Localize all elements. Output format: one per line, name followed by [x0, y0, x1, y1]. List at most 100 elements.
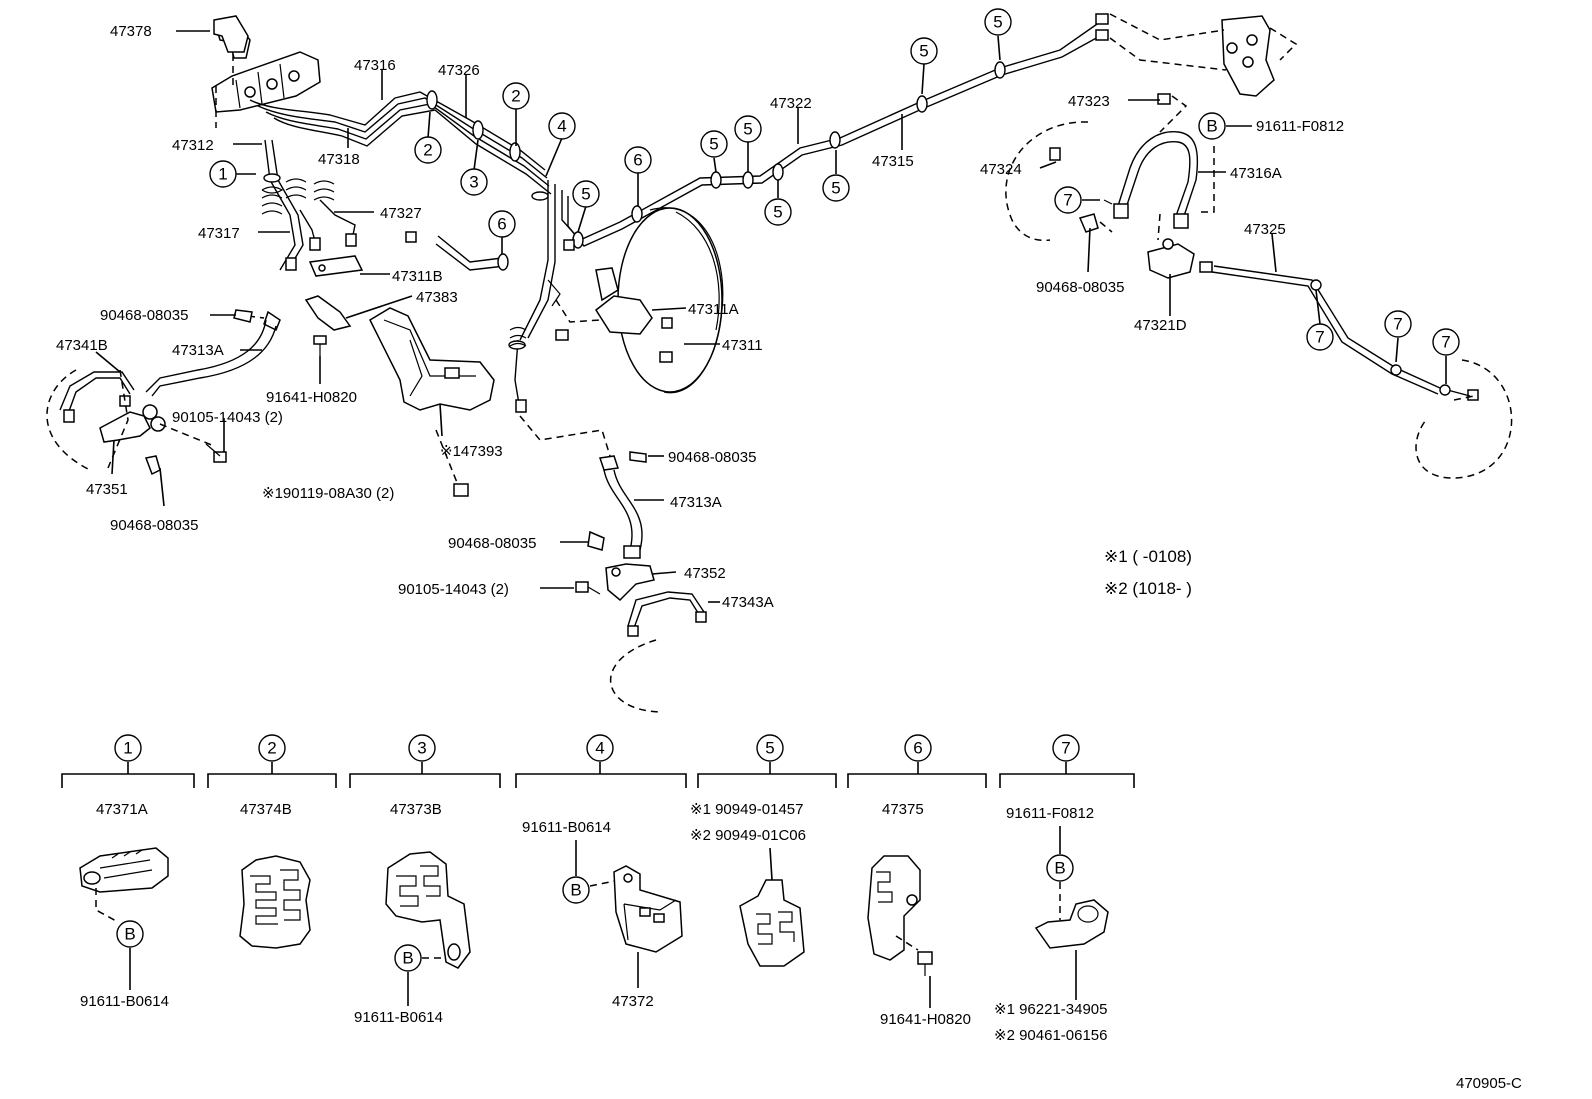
svg-text:7: 7	[1315, 328, 1324, 347]
callout-4: 4	[548, 112, 576, 140]
svg-text:B: B	[1054, 859, 1065, 878]
detail-5-line2: ※2 90949-01C06	[690, 827, 806, 844]
callout-5e: 5	[822, 174, 850, 202]
svg-text:5: 5	[993, 13, 1002, 32]
label-47316: 47316	[354, 57, 396, 74]
label-47378: 47378	[110, 23, 152, 40]
svg-text:6: 6	[913, 739, 922, 758]
callout-2: 2	[414, 136, 442, 164]
svg-text:7: 7	[1441, 333, 1450, 352]
bracket-47321D	[1147, 238, 1195, 279]
svg-text:7: 7	[1393, 315, 1402, 334]
detail-7-line1: ※1 96221-34905	[994, 1001, 1108, 1018]
detail-4-B: B	[562, 876, 590, 904]
detail-6-part: 47375	[882, 801, 924, 818]
svg-text:B: B	[124, 925, 135, 944]
svg-text:B: B	[570, 881, 581, 900]
callout-3: 3	[460, 168, 488, 196]
label-47318: 47318	[318, 151, 360, 168]
note-2: ※2 (1018- )	[1104, 579, 1192, 598]
callout-5b: 5	[700, 130, 728, 158]
label-47315: 47315	[872, 153, 914, 170]
callout-7b: 7	[1306, 323, 1334, 351]
svg-text:1: 1	[218, 165, 227, 184]
label-47341B: 47341B	[56, 337, 108, 354]
center-front-hose	[587, 451, 647, 559]
svg-text:5: 5	[831, 179, 840, 198]
label-90468-mid: 90468-08035	[668, 449, 756, 466]
label-90468-left: 90468-08035	[100, 307, 188, 324]
detail-7-B: B	[1046, 854, 1074, 882]
bracket-47351	[99, 404, 166, 443]
svg-text:2: 2	[423, 141, 432, 160]
part-labels: 47378 47316 47326 47312 47318 47322 4731…	[56, 23, 1344, 611]
label-47327: 47327	[380, 205, 422, 222]
clamp-96221-icon	[1034, 899, 1109, 949]
detail-callout-1: 1	[114, 734, 142, 762]
label-47324: 47324	[980, 161, 1022, 178]
rear-pipe-47325	[1211, 265, 1471, 397]
callout-5c: 5	[734, 115, 762, 143]
detail-callout-6: 6	[904, 734, 932, 762]
clamp-47371A-icon	[79, 847, 169, 893]
callout-5a: 5	[572, 180, 600, 208]
rear-hose-47316A	[1113, 131, 1199, 229]
callout-7d: 7	[1432, 328, 1460, 356]
bolt-91641-H0820-detail	[917, 951, 933, 976]
fittings	[285, 13, 1479, 413]
clamp-47374B-icon	[239, 855, 311, 949]
svg-text:B: B	[402, 949, 413, 968]
detail-3-B: B	[394, 944, 422, 972]
label-47311A: 47311A	[688, 301, 739, 318]
bracket-47352	[605, 563, 655, 602]
callout-1: 1	[209, 160, 237, 188]
label-47321D: 47321D	[1134, 317, 1187, 334]
bolt-91641-H0820	[313, 335, 327, 356]
label-90105-left: 90105-14043 (2)	[172, 409, 283, 426]
callout-5g: 5	[984, 8, 1012, 36]
bolt-90119	[435, 429, 469, 497]
bolt-90105-mid	[575, 581, 601, 595]
label-90105-mid: 90105-14043 (2)	[398, 581, 509, 598]
detail-4-bolt: 91611-B0614	[522, 819, 611, 836]
clamp-47383	[304, 295, 352, 331]
block-47372-icon	[613, 865, 683, 953]
clip-90949-icon	[739, 879, 805, 967]
detail-1-B: B	[116, 920, 144, 948]
detail-7-bolt: 91611-F0812	[1006, 805, 1094, 822]
svg-text:2: 2	[511, 87, 520, 106]
detail-2-part: 47374B	[240, 801, 292, 818]
note-1: ※1 ( -0108)	[1104, 547, 1192, 566]
callout-circles: 1 2 3 2 4 5 6 6 5 5 5 5 5 5 B 7 7 7 7	[209, 8, 1460, 356]
svg-text:5: 5	[743, 120, 752, 139]
label-47343A: 47343A	[722, 594, 774, 611]
rear-valve	[1221, 15, 1275, 97]
clamp-47373B-icon	[385, 851, 471, 969]
callout-7c: 7	[1384, 310, 1412, 338]
label-90468-mid2: 90468-08035	[448, 535, 536, 552]
label-91641-H0820-top: 91641-H0820	[266, 389, 357, 406]
clip-90468-left-bottom	[144, 455, 161, 476]
svg-text:B: B	[1206, 117, 1217, 136]
label-47351: 47351	[86, 481, 128, 498]
bracket-147393	[369, 307, 495, 411]
clamp-47375-icon	[867, 855, 921, 961]
clip-90468-right	[1078, 213, 1099, 233]
label-90119: ※190119-08A30 (2)	[262, 485, 394, 502]
svg-text:5: 5	[773, 203, 782, 222]
label-47325: 47325	[1244, 221, 1286, 238]
label-47311B: 47311B	[392, 268, 443, 285]
part-47378-icon	[213, 15, 249, 53]
svg-text:5: 5	[581, 185, 590, 204]
detail-7-line2: ※2 90461-06156	[994, 1027, 1108, 1044]
callout-2b: 2	[502, 82, 530, 110]
detail-5-line1: ※1 90949-01457	[690, 801, 804, 818]
figure-code: 470905-C	[1456, 1075, 1522, 1092]
bracket-47311A	[547, 267, 673, 363]
detail-1-part: 47371A	[96, 801, 148, 818]
detail-6-bolt: 91641-H0820	[880, 1011, 971, 1028]
label-47312: 47312	[172, 137, 214, 154]
label-47316A: 47316A	[1230, 165, 1282, 182]
svg-text:7: 7	[1061, 739, 1070, 758]
